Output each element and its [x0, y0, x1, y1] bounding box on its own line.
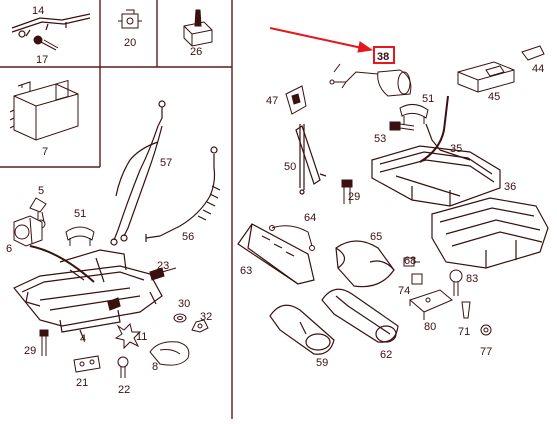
part-51-clamp-left[interactable] [65, 226, 95, 246]
label-51-right: 51 [422, 93, 434, 105]
part-64-harness[interactable] [269, 225, 315, 251]
part-47-bracket[interactable] [285, 85, 307, 115]
part-20-clip[interactable] [118, 9, 142, 29]
highlight-box-38 [373, 46, 395, 64]
label-47: 47 [266, 95, 278, 107]
inset-frames [0, 0, 233, 419]
label-32: 32 [200, 311, 212, 323]
part-8-handle[interactable] [149, 341, 190, 366]
part-57-bowden-cable[interactable] [110, 100, 166, 246]
part-29-bolt-left[interactable] [39, 329, 49, 356]
part-74-plug[interactable] [411, 273, 423, 285]
part-35-seat-rail-frame[interactable] [371, 95, 501, 207]
part-22-screw[interactable] [117, 356, 129, 378]
label-80: 80 [424, 321, 436, 333]
label-45: 45 [488, 91, 500, 103]
part-59-cover[interactable] [269, 304, 335, 355]
part-77-washer[interactable] [480, 324, 492, 336]
part-83-knob[interactable] [449, 269, 463, 296]
part-71-screw[interactable] [461, 301, 471, 319]
label-11: 11 [136, 331, 147, 343]
label-56: 56 [182, 231, 194, 243]
label-74: 74 [398, 285, 410, 297]
part-23-screw[interactable] [149, 267, 177, 281]
part-32-nut[interactable] [191, 319, 209, 333]
label-5: 5 [38, 185, 44, 197]
part-50-linkage[interactable] [295, 124, 327, 195]
part-65-cover[interactable] [335, 240, 395, 288]
part-38-motor[interactable] [329, 63, 412, 97]
label-7: 7 [42, 146, 48, 158]
part-29-bolt-right[interactable] [341, 179, 353, 204]
label-57: 57 [160, 157, 172, 169]
label-26: 26 [190, 46, 202, 58]
label-63: 63 [240, 265, 252, 277]
label-14: 14 [32, 5, 44, 17]
label-4: 4 [80, 333, 86, 345]
label-29-right: 29 [348, 191, 360, 203]
part-51-clamp-right[interactable] [399, 104, 429, 124]
label-8: 8 [152, 361, 158, 373]
callout-arrow-38 [269, 27, 395, 64]
label-59: 59 [316, 357, 328, 369]
part-45-module[interactable] [457, 61, 515, 93]
part-30-washer[interactable] [173, 313, 187, 323]
part-68-connector[interactable] [403, 257, 420, 267]
label-64: 64 [304, 212, 316, 224]
part-53-bolt[interactable] [389, 121, 415, 131]
part-17-screw[interactable] [33, 35, 59, 51]
label-50: 50 [284, 161, 296, 173]
part-6-motor[interactable] [13, 215, 43, 247]
part-56-cable-spring[interactable] [145, 146, 221, 242]
label-21: 21 [76, 377, 88, 389]
part-44-clip[interactable] [521, 45, 545, 61]
part-26-buffer[interactable] [183, 9, 213, 47]
label-22: 22 [118, 384, 130, 396]
label-36: 36 [504, 181, 516, 193]
label-30: 30 [178, 298, 190, 310]
label-35: 35 [450, 143, 462, 155]
label-65: 65 [370, 231, 382, 243]
label-83: 83 [466, 273, 478, 285]
label-29-left: 29 [24, 345, 36, 357]
part-14-cable-bracket[interactable] [11, 13, 91, 38]
part-labels: 14 17 20 26 7 5 6 51 57 56 23 30 32 11 2… [6, 5, 544, 396]
label-68: 68 [404, 255, 416, 267]
label-53: 53 [374, 133, 386, 145]
label-20: 20 [124, 37, 136, 49]
left-seat-frame-assembly[interactable] [13, 245, 163, 341]
part-36-lower-frame[interactable] [431, 197, 549, 269]
label-51-left: 51 [74, 208, 86, 220]
label-77: 77 [480, 346, 492, 358]
part-63-trim-panel[interactable] [237, 223, 315, 285]
label-38: 38 [377, 51, 389, 63]
part-11-star-knob[interactable] [114, 323, 142, 350]
part-80-bracket-plate[interactable] [409, 289, 453, 320]
label-6: 6 [6, 243, 12, 255]
part-62-cover[interactable] [321, 288, 399, 343]
part-21-cap[interactable] [73, 355, 101, 373]
label-17: 17 [36, 54, 48, 66]
label-44: 44 [532, 63, 544, 75]
label-62: 62 [380, 349, 392, 361]
label-23: 23 [157, 260, 169, 272]
part-7-control-unit[interactable] [9, 79, 79, 141]
label-71: 71 [458, 326, 470, 338]
